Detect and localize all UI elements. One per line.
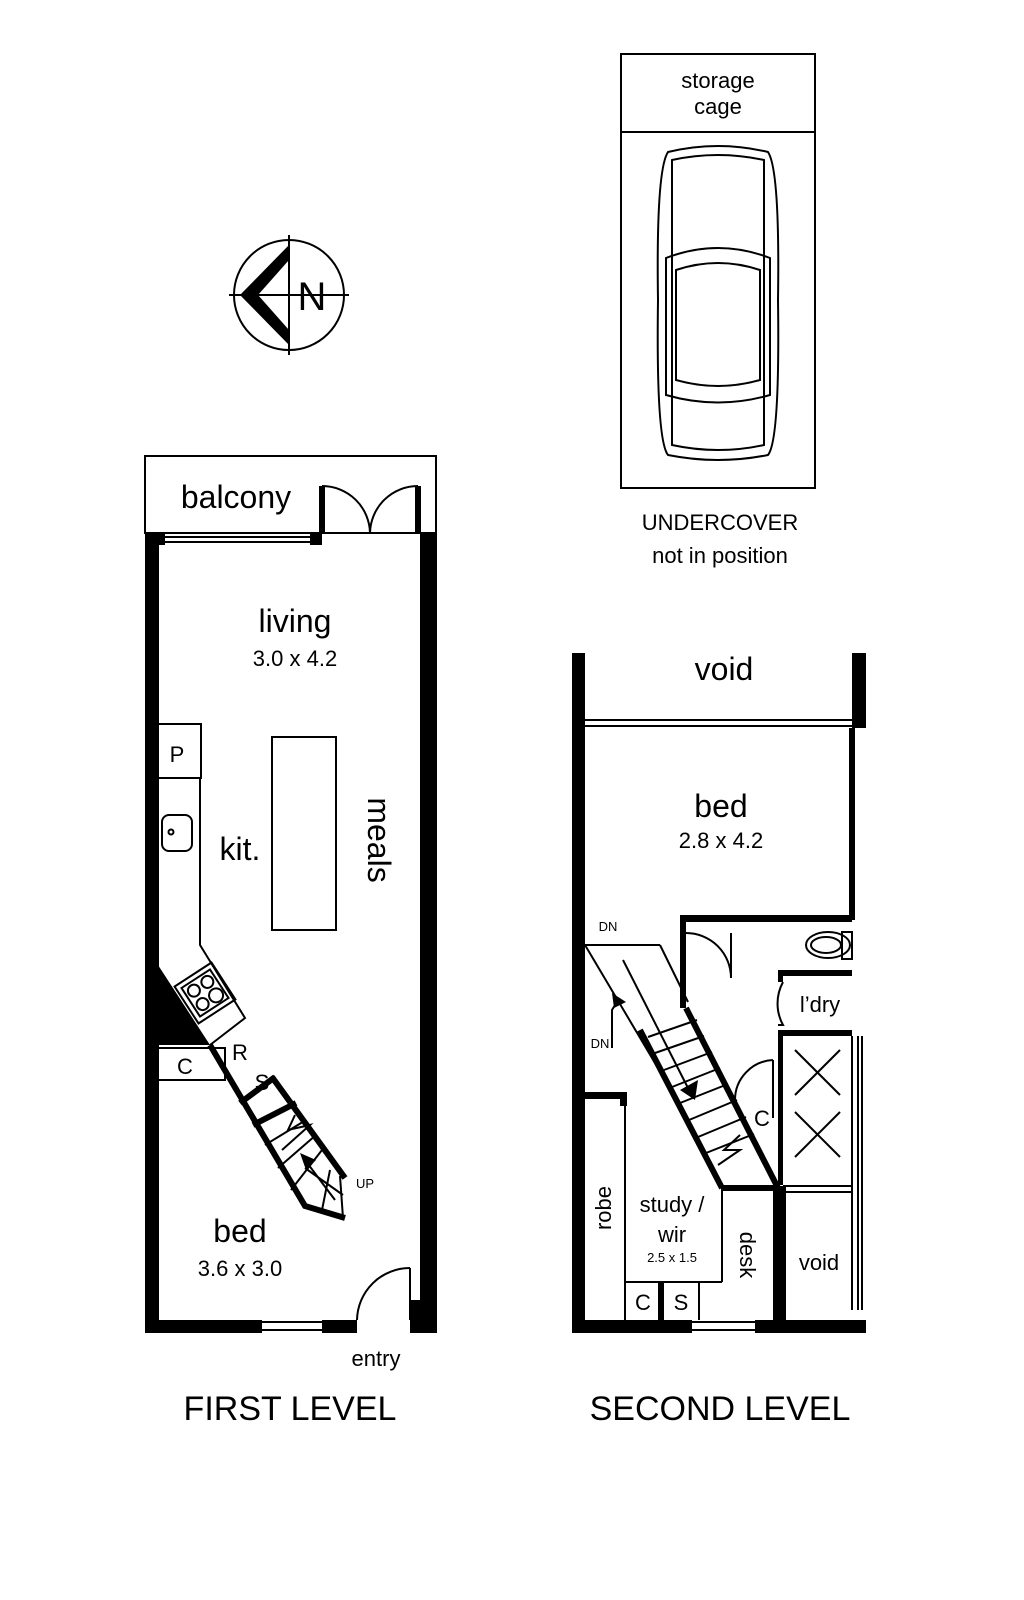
desk-label: desk bbox=[735, 1232, 760, 1279]
bed-2-label: bed bbox=[694, 788, 747, 824]
kitchen-label: kit. bbox=[220, 831, 261, 867]
first-level-title: FIRST LEVEL bbox=[184, 1390, 397, 1428]
staircase-second-level: DN DN bbox=[584, 919, 781, 1191]
sink-icon bbox=[161, 814, 193, 852]
car-space: storage cage UNDERCOVER not in position bbox=[620, 53, 816, 568]
balcony-label: balcony bbox=[181, 479, 291, 515]
storage-cage-label: storage bbox=[681, 68, 754, 93]
down-arrow-icon bbox=[680, 1080, 698, 1100]
laundry-label: l’dry bbox=[800, 992, 840, 1017]
up-arrow-icon bbox=[304, 1159, 336, 1201]
void-top-label: void bbox=[695, 651, 754, 687]
undercover-label: UNDERCOVER bbox=[642, 510, 798, 535]
living-label: living bbox=[259, 603, 332, 639]
bed-2-dimensions: 2.8 x 4.2 bbox=[679, 828, 763, 853]
living-dimensions: 3.0 x 4.2 bbox=[253, 646, 337, 671]
north-compass-icon: N bbox=[229, 235, 349, 355]
void-side-label: void bbox=[799, 1250, 839, 1275]
dn-top-label: DN bbox=[599, 919, 618, 934]
stairs-up-label: UP bbox=[356, 1176, 374, 1191]
car-icon bbox=[656, 145, 780, 461]
staircase-first-level: S UP bbox=[207, 1043, 374, 1221]
storage-cage-label-2: cage bbox=[694, 94, 742, 119]
north-label: N bbox=[298, 275, 327, 319]
hall-cupboard-label: C bbox=[754, 1106, 770, 1131]
bed-label: bed bbox=[213, 1213, 266, 1249]
wir-label: wir bbox=[657, 1222, 686, 1247]
study-label: study / bbox=[640, 1192, 706, 1217]
bed-dimensions: 3.6 x 3.0 bbox=[198, 1256, 282, 1281]
storage-2-label: S bbox=[674, 1290, 689, 1315]
dn-side-label: DN bbox=[591, 1036, 610, 1051]
fridge-label: R bbox=[232, 1040, 248, 1065]
second-level-title: SECOND LEVEL bbox=[590, 1390, 851, 1428]
kitchen-island bbox=[271, 736, 337, 931]
french-doors bbox=[319, 485, 421, 534]
pantry-label: P bbox=[170, 742, 185, 767]
cupboard-2-label: C bbox=[635, 1290, 651, 1315]
study-dimensions: 2.5 x 1.5 bbox=[647, 1250, 697, 1265]
storage-label: S bbox=[255, 1070, 270, 1095]
second-level-plan: void bed 2.8 x 4.2 l’dry bbox=[572, 651, 866, 1428]
robe-label: robe bbox=[591, 1186, 616, 1230]
not-in-position-label: not in position bbox=[652, 543, 788, 568]
cooktop-icon bbox=[173, 961, 237, 1025]
meals-label: meals bbox=[361, 797, 397, 882]
cupboard-label: C bbox=[177, 1054, 193, 1079]
linen-cupboard-icon bbox=[794, 1049, 841, 1158]
entry-label: entry bbox=[352, 1346, 401, 1371]
first-level-plan: balcony living 3.0 x 4.2 P ki bbox=[144, 455, 437, 1428]
toilet-icon bbox=[805, 931, 853, 960]
